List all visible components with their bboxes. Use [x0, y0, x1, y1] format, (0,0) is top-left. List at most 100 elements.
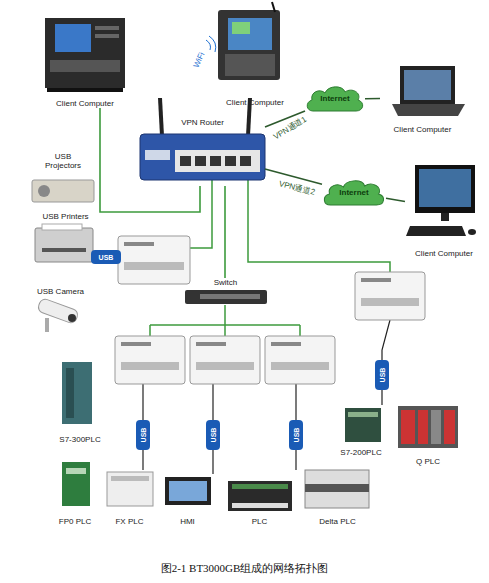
router-node: VPN Router — [140, 118, 265, 186]
router — [140, 134, 265, 180]
desktop-computer — [441, 213, 449, 221]
module-ports — [196, 342, 226, 346]
plc-node: Delta PLC — [300, 465, 375, 526]
usb-tag-label: USB — [210, 428, 217, 443]
plc — [228, 481, 292, 511]
rugged-laptop — [232, 22, 250, 34]
usb-tag — [136, 420, 150, 450]
module-ports — [121, 242, 419, 370]
computer-node: Client Computer — [210, 2, 300, 107]
bt3000-module — [190, 336, 260, 384]
desktop-computer — [415, 165, 475, 213]
module-ports — [271, 342, 301, 346]
lan-wire — [149, 325, 151, 336]
device-label: USB Projectors — [39, 152, 87, 170]
usb-tag — [289, 420, 303, 450]
laptop — [400, 66, 455, 104]
device-label: Q PLC — [416, 457, 440, 466]
laptop — [392, 104, 465, 116]
plc-node: FP0 PLC — [45, 458, 105, 526]
q-plc — [398, 406, 458, 448]
device-label: USB Printers — [42, 212, 88, 221]
s7-200-plc — [345, 408, 381, 442]
switch — [185, 290, 267, 304]
device-label: FX PLC — [115, 517, 143, 526]
fx-plc — [107, 472, 153, 506]
rugged-laptop — [225, 54, 275, 76]
device-label: S7-200PLC — [340, 448, 381, 457]
switch — [200, 294, 260, 299]
rack-computer — [55, 24, 91, 52]
lan-wire — [299, 325, 301, 336]
rack-computer — [45, 18, 125, 88]
cloud-label: Internet — [339, 188, 368, 197]
bt3000-module — [355, 272, 425, 320]
device-label: PLC — [252, 517, 268, 526]
device-label: USB Camera — [37, 287, 84, 296]
switch — [185, 290, 267, 304]
lan-wire — [190, 180, 212, 248]
q-plc — [398, 406, 458, 448]
fp0-plc — [62, 462, 90, 506]
figure-caption: 图2-1 BT3000GB组成的网络拓扑图 — [0, 561, 489, 576]
plc-node: S7-200PLC — [336, 402, 386, 457]
rack-computer — [95, 26, 119, 30]
q-plc — [401, 410, 415, 444]
lan-wire — [224, 325, 226, 336]
module-ports — [271, 362, 329, 370]
router — [225, 156, 236, 166]
delta-plc — [305, 484, 369, 492]
usb-cable — [103, 257, 390, 474]
printer — [42, 224, 82, 230]
desktop-computer — [406, 226, 466, 236]
delta-plc — [305, 470, 369, 508]
plc — [228, 481, 292, 511]
usb-tag-label: USB — [99, 254, 114, 261]
device-node: USB Projectors — [28, 152, 98, 208]
router — [180, 156, 191, 166]
usb-tag — [375, 360, 389, 390]
desktop-computer — [419, 169, 471, 207]
printer — [35, 228, 93, 262]
hmi-node: HMI — [160, 470, 215, 526]
device-label: Switch — [214, 278, 238, 287]
hmi-panel — [165, 477, 211, 505]
bt3000-module — [118, 236, 190, 284]
rack-computer — [47, 88, 123, 92]
module-ports — [121, 362, 179, 370]
printer — [35, 224, 93, 262]
module-ports — [124, 262, 184, 270]
router — [240, 156, 251, 166]
rugged-laptop — [272, 2, 275, 12]
device-label: VPN Router — [181, 118, 224, 127]
internet-cloud: Internet — [305, 84, 365, 114]
desktop-computer — [406, 165, 476, 236]
router — [160, 98, 162, 136]
computer-node: Client Computer — [380, 62, 465, 134]
fx-plc — [111, 476, 149, 481]
usb-tag — [91, 250, 389, 450]
rugged-laptop — [218, 10, 280, 80]
usb-tag — [91, 250, 121, 264]
q-plc — [444, 410, 455, 444]
cloud-label: Internet — [320, 94, 349, 103]
bt3000-module — [115, 336, 185, 384]
router — [145, 150, 170, 160]
s7-300-plc — [62, 362, 92, 424]
device-label: Client Computer — [226, 98, 284, 107]
s7-300-plc — [66, 368, 74, 418]
projector — [38, 185, 50, 197]
module-ports — [361, 298, 419, 306]
projector — [32, 180, 94, 202]
cloud-shape — [307, 87, 362, 111]
laptop — [392, 66, 465, 116]
usb-camera — [68, 314, 76, 322]
lan-wire — [248, 180, 390, 272]
wifi-label: WiFi — [192, 51, 207, 69]
usb-camera — [45, 318, 49, 332]
rugged-laptop — [218, 2, 280, 80]
rack-computer — [50, 60, 120, 72]
wifi-waves — [209, 36, 216, 52]
s7-200-plc — [345, 408, 381, 442]
